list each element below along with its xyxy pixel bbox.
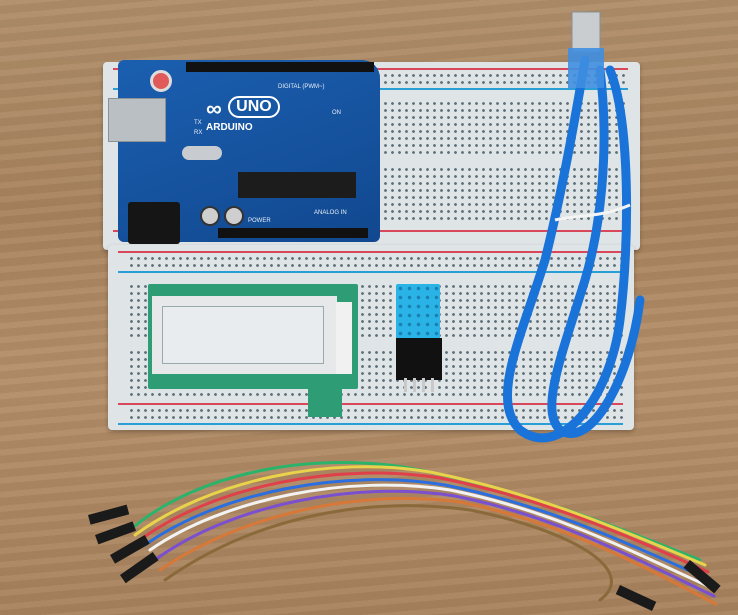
arduino-logo: ∞ UNO ARDUINO bbox=[206, 96, 280, 133]
power-rail-negative bbox=[118, 423, 623, 425]
power-rail-negative bbox=[118, 271, 623, 273]
usb-plug-housing bbox=[568, 48, 604, 88]
sensor-pins bbox=[404, 378, 434, 392]
digital-label: DIGITAL (PWM~) bbox=[278, 84, 325, 90]
jumper-pin-ends bbox=[88, 504, 721, 611]
power-rail-positive bbox=[118, 251, 623, 253]
capacitor bbox=[224, 206, 244, 226]
tx-label: TX bbox=[194, 120, 202, 126]
model-label: UNO bbox=[228, 96, 280, 118]
display-panel bbox=[152, 296, 337, 374]
rail-holes bbox=[128, 407, 623, 421]
analog-label: ANALOG IN bbox=[314, 210, 347, 216]
flex-connector bbox=[308, 389, 342, 417]
usb-cable bbox=[502, 55, 645, 443]
rail-holes bbox=[128, 255, 623, 269]
dht11-sensor bbox=[396, 284, 440, 339]
arduino-uno-board: ∞ UNO ARDUINO DIGITAL (PWM~) POWER ANALO… bbox=[108, 60, 380, 244]
usb-b-port bbox=[108, 98, 166, 142]
display-active-area bbox=[162, 306, 324, 364]
power-rail-positive bbox=[118, 403, 623, 405]
e-paper-display-module bbox=[148, 284, 358, 389]
digital-pin-header bbox=[186, 62, 374, 72]
jumper-wires bbox=[128, 461, 718, 606]
power-label: POWER bbox=[248, 218, 271, 224]
display-tab bbox=[336, 302, 352, 374]
crystal-oscillator bbox=[182, 146, 222, 160]
infinity-logo-icon: ∞ bbox=[206, 96, 222, 121]
dc-power-jack bbox=[128, 202, 180, 244]
atmega-chip bbox=[238, 172, 356, 198]
usb-a-plug bbox=[571, 11, 601, 53]
capacitor bbox=[200, 206, 220, 226]
sensor-pcb bbox=[396, 338, 442, 380]
reset-button bbox=[150, 70, 172, 92]
on-led-label: ON bbox=[332, 110, 341, 116]
rx-label: RX bbox=[194, 130, 203, 136]
cable-tie bbox=[554, 203, 631, 222]
brand-label: ARDUINO bbox=[206, 122, 253, 133]
power-analog-header bbox=[218, 228, 368, 238]
